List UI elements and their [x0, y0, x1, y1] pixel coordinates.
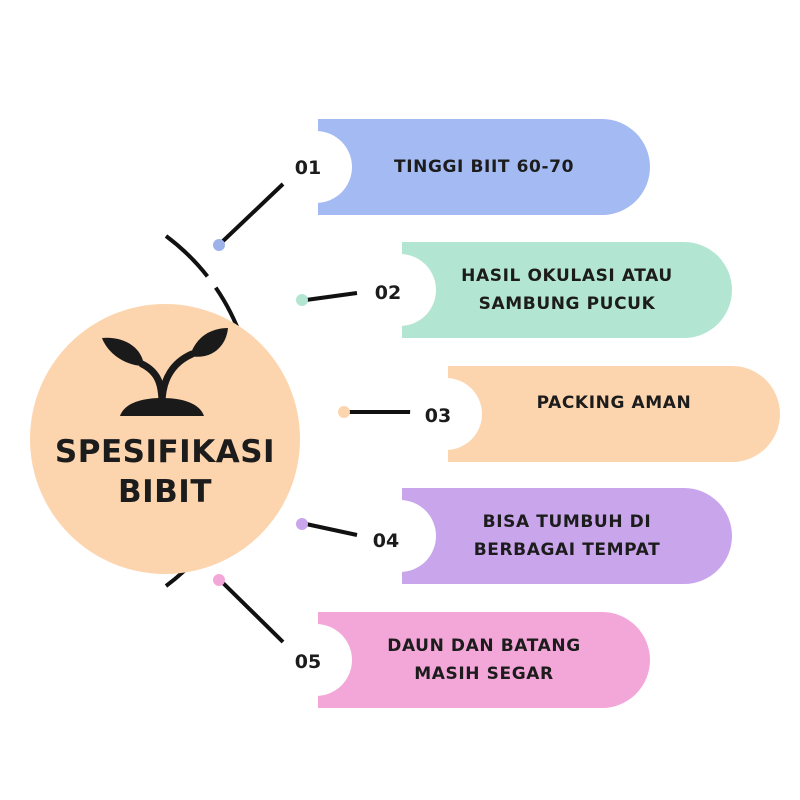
spec-item-text: PACKING AMAN: [536, 393, 692, 413]
spec-item-number: 05: [294, 651, 322, 673]
hub-title-line-2: BIBIT: [118, 474, 212, 510]
node-dot-02: [296, 294, 308, 306]
node-dot-01: [213, 239, 225, 251]
spec-item-02: HASIL OKULASI ATAU SAMBUNG PUCUK: [364, 242, 732, 338]
connector-02: [305, 291, 358, 302]
spec-item-number: 04: [372, 530, 400, 552]
spec-item-number: 03: [424, 405, 452, 427]
connector-05: [220, 580, 285, 644]
node-dot-03: [338, 406, 350, 418]
hub-title: SPESIFIKASI BIBIT: [55, 432, 275, 512]
node-dot-05: [213, 574, 225, 586]
hub-title-line-1: SPESIFIKASI: [54, 434, 276, 470]
connector-01: [220, 182, 285, 244]
spec-item-text: BISA TUMBUH DI BERBAGAI TEMPAT: [473, 512, 661, 560]
spec-item-text: DAUN DAN BATANG MASIH SEGAR: [387, 636, 581, 684]
spec-item-05: DAUN DAN BATANG MASIH SEGAR: [280, 612, 650, 708]
spec-item-04: BISA TUMBUH DI BERBAGAI TEMPAT: [364, 488, 732, 584]
node-dot-04: [296, 518, 308, 530]
spec-item-03: PACKING AMAN: [410, 366, 780, 462]
spec-item-number: 02: [374, 282, 402, 304]
spec-item-text: HASIL OKULASI ATAU SAMBUNG PUCUK: [461, 266, 673, 314]
spec-item-number: 01: [294, 157, 322, 179]
hub-circle: SPESIFIKASI BIBIT: [30, 304, 300, 574]
sprout-icon: [102, 328, 228, 416]
spec-item-01: TINGGI BIIT 60-70: [280, 119, 650, 215]
spec-item-text: TINGGI BIIT 60-70: [394, 157, 574, 177]
connector-04: [305, 522, 358, 537]
